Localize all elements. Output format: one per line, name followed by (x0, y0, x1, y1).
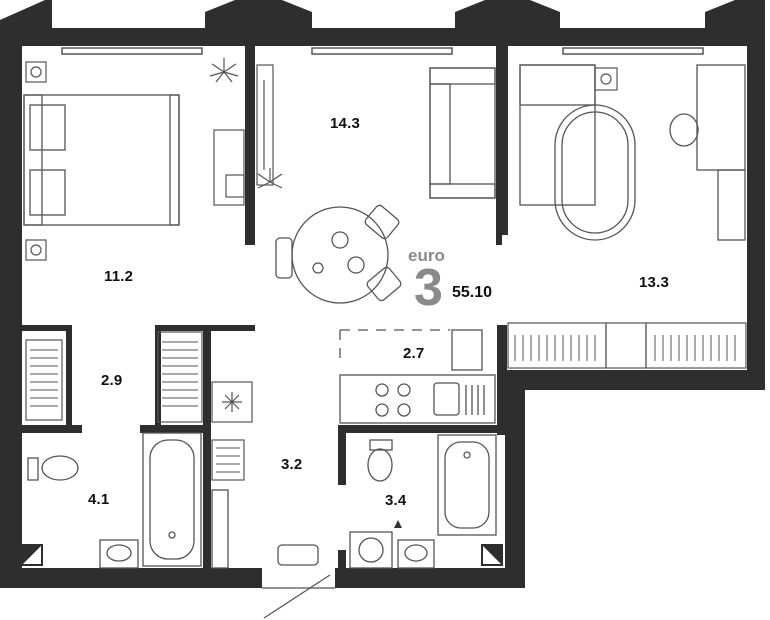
bathtub-left (142, 432, 202, 567)
room-area-hallway: 3.2 (281, 456, 303, 473)
nightstand-bottom-left (25, 239, 47, 261)
partition-kitchen-bottom (338, 425, 498, 433)
kitchen-dashed-line (339, 329, 450, 360)
nightstand-top-left (25, 61, 47, 83)
wardrobe-units (25, 322, 747, 481)
bottom-wall-left (0, 568, 262, 588)
partition-kitchen-right (497, 325, 507, 435)
corner-marks (21, 544, 503, 566)
toilet-right (367, 439, 393, 482)
washing-machine (349, 531, 393, 569)
bottom-wall-right (335, 568, 525, 588)
corner-mark-right (482, 545, 502, 565)
partition-bath-right (203, 330, 211, 575)
step-wall-horizontal (505, 370, 765, 390)
nightstand-right (594, 67, 618, 91)
left-wall (0, 28, 22, 588)
partition-bedroom-living (245, 45, 255, 245)
entrance-door (262, 574, 335, 619)
partition-living-right-lower (496, 225, 502, 245)
fridge (211, 381, 253, 423)
top-wall (0, 28, 765, 46)
step-wall-vertical (505, 370, 525, 588)
bed-right (519, 64, 596, 206)
window-right (562, 47, 704, 55)
rooms-count: 3 (414, 259, 443, 317)
dresser-left (213, 129, 245, 206)
kitchen-counter (339, 329, 496, 424)
walls (0, 0, 765, 588)
windows (61, 47, 704, 55)
window-center (311, 47, 453, 55)
partition-bath-right-bottom (338, 550, 346, 570)
dining-table (275, 204, 402, 304)
bathtub-right (437, 434, 497, 536)
partition-closet-top (155, 325, 255, 331)
toilet-left (27, 455, 79, 481)
partition-wardrobe-right (66, 325, 72, 425)
room-area-bedroom-left: 11.2 (104, 268, 134, 285)
plan-type-label: euro (408, 246, 445, 265)
partition-bath-top (140, 425, 210, 433)
partition-bath-right-left (338, 425, 346, 485)
window-left (61, 47, 203, 55)
partition-wardrobe-bottom (22, 425, 82, 433)
partition-living-right (496, 45, 508, 235)
sink-right (394, 520, 435, 569)
room-area-bathroom-left: 4.1 (88, 491, 110, 508)
wardrobe-hatching (30, 335, 736, 473)
plant-icon-living (257, 168, 283, 189)
plant-icon (209, 58, 239, 83)
sofa (429, 67, 496, 199)
desk-right (669, 64, 746, 241)
room-area-wardrobe: 2.9 (101, 372, 123, 389)
rug-oval (554, 104, 636, 241)
room-area-living-room: 14.3 (330, 115, 360, 132)
bed-left (23, 94, 180, 226)
room-area-bathroom-right: 3.4 (385, 492, 407, 509)
tv-stand (256, 64, 274, 186)
sink-left (99, 539, 139, 569)
partition-wardrobe-top (22, 325, 67, 331)
corner-mark-left (22, 545, 42, 565)
right-wall-upper (747, 28, 765, 388)
total-area: 55.10 (452, 284, 493, 301)
hallway-bench (211, 489, 319, 569)
room-area-kitchen: 2.7 (403, 345, 425, 362)
room-area-bedroom-right: 13.3 (639, 274, 669, 291)
